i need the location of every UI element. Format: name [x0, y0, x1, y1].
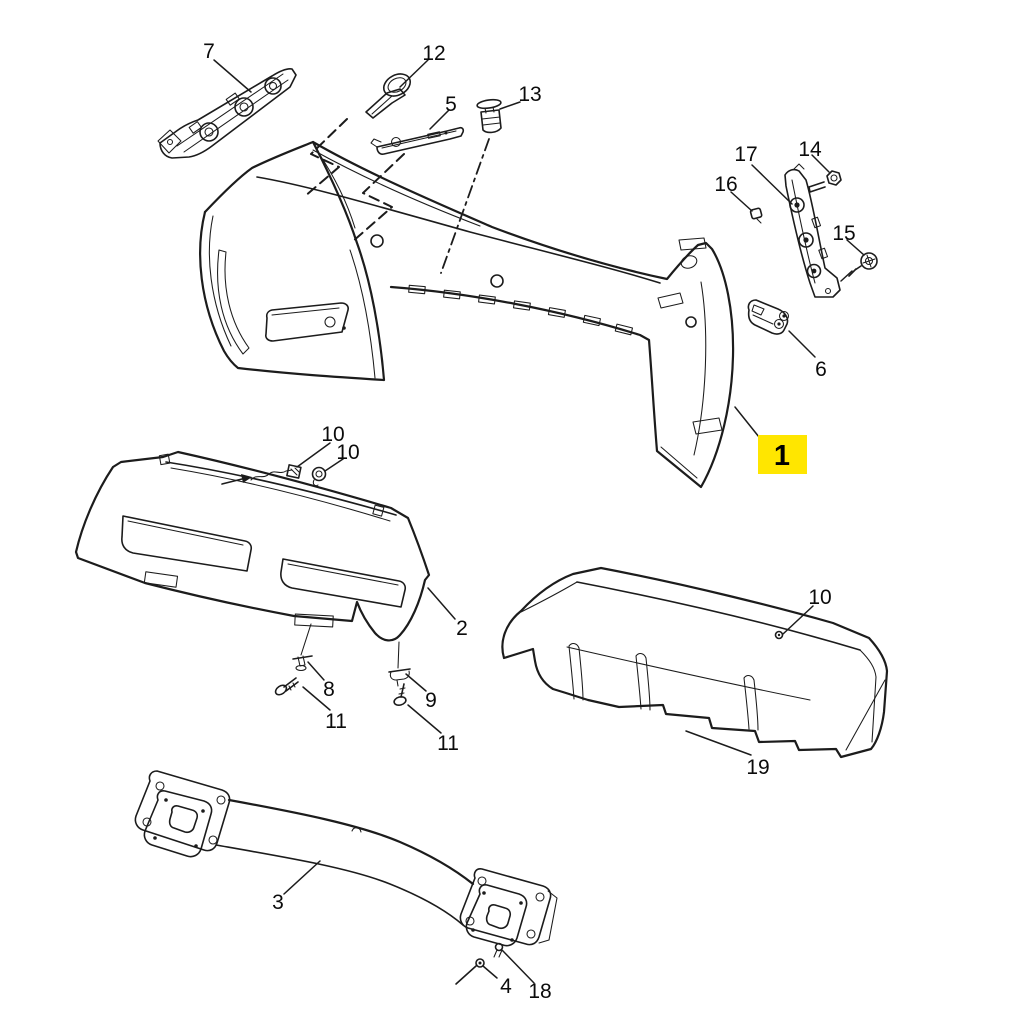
leader-lines	[213, 59, 865, 984]
callout-9: 9	[425, 689, 437, 712]
callout-2: 2	[456, 617, 468, 640]
highlight-label: 1	[774, 440, 790, 472]
clip-10-a	[286, 464, 302, 479]
callout-10-a: 10	[321, 423, 344, 446]
callout-15: 15	[832, 222, 855, 245]
callout-10-b: 10	[336, 441, 359, 464]
part-17-side-bracket	[784, 163, 841, 298]
part-1-bumper-fascia	[199, 140, 735, 489]
callout-16: 16	[714, 173, 737, 196]
part-5-bracket	[370, 126, 465, 155]
callout-4: 4	[500, 975, 512, 998]
callout-7: 7	[203, 40, 215, 63]
grommet-10-b	[311, 466, 327, 482]
selected-part-highlight: 1	[758, 435, 807, 474]
hole-10-c	[774, 630, 784, 640]
alignment-dash-lines	[303, 118, 490, 274]
callout-14: 14	[798, 138, 822, 161]
fasteners-8-9-11	[274, 623, 411, 706]
callout-11-a: 11	[325, 710, 347, 733]
callout-8: 8	[323, 678, 335, 701]
part-6-bracket	[747, 299, 790, 335]
fasteners-4-18	[455, 942, 504, 985]
callout-19: 19	[746, 756, 769, 779]
part-3-impact-bar	[134, 770, 558, 947]
callout-10-c: 10	[808, 586, 831, 609]
part-7-bracket	[157, 68, 297, 159]
callout-5: 5	[445, 93, 457, 116]
callout-labels: 7 12 5 13 16 17 14 15 6 10 10 2 8 9 11 1…	[203, 40, 856, 1003]
part-13-clip	[476, 98, 502, 134]
callout-18: 18	[528, 980, 551, 1003]
callout-13: 13	[518, 83, 541, 106]
part-2-deflector	[74, 450, 431, 642]
part-14-nut	[808, 170, 842, 193]
part-16-nut	[749, 207, 763, 224]
highlight-box	[758, 435, 807, 474]
callout-12: 12	[422, 42, 445, 65]
part-15-screw	[840, 252, 878, 282]
callout-11-b: 11	[437, 732, 459, 755]
part-12-rivet	[365, 73, 412, 119]
callout-6: 6	[815, 358, 827, 381]
callout-3: 3	[272, 891, 284, 914]
callout-17: 17	[734, 143, 757, 166]
part-19-skid-cover	[501, 566, 889, 759]
